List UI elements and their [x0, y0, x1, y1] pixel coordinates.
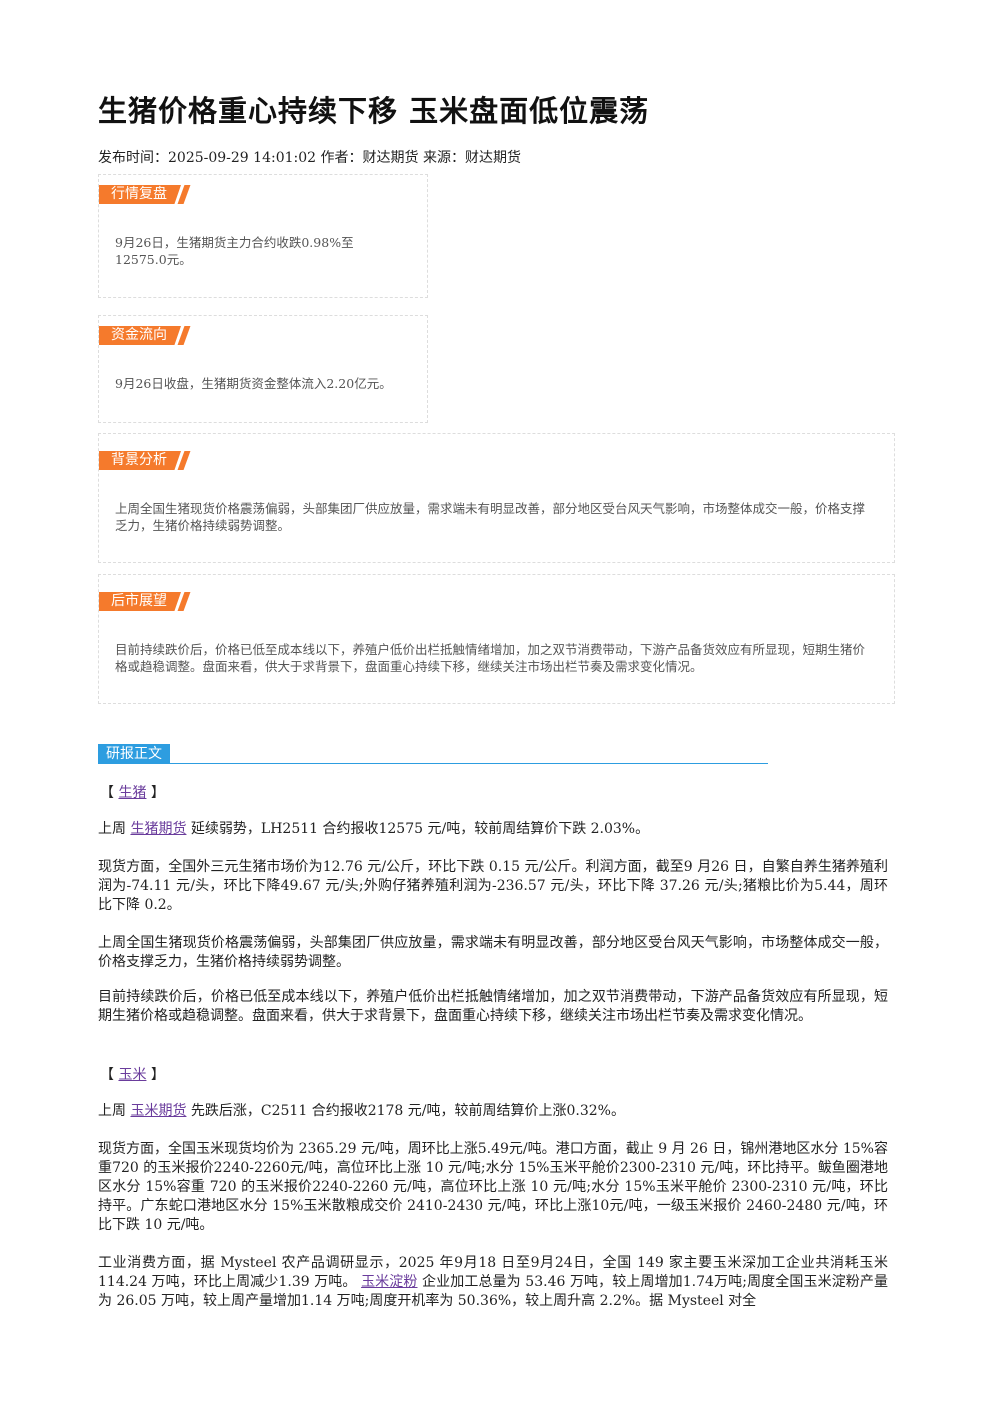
- publish-label: 发布时间：: [98, 150, 168, 166]
- hog-futures-link[interactable]: 生猪期货: [130, 821, 187, 837]
- source-label: 来源：: [418, 150, 465, 166]
- source: 财达期货: [464, 150, 521, 166]
- background-analysis-text: 上周全国生猪现货价格震荡偏弱，头部集团厂供应放量，需求端未有明显改善，部分地区受…: [115, 501, 866, 533]
- text-segment: 上周: [98, 821, 131, 837]
- bracket-close: 】: [146, 1067, 165, 1083]
- text-segment: 先跌后涨，C2511 合约报收2178 元/吨，较前周结算价上涨0.32%。: [186, 1103, 625, 1119]
- outlook-text: 目前持续跌价后，价格已低至成本线以下，养殖户低价出栏抵触情绪增加，加之双节消费带…: [115, 642, 866, 674]
- author-label: 作者：: [316, 150, 363, 166]
- outlook-box: 后市展望 目前持续跌价后，价格已低至成本线以下，养殖户低价出栏抵触情绪增加，加之…: [98, 574, 895, 704]
- hog-paragraph-2: 现货方面，全国外三元生猪市场价为12.76 元/公斤，环比下跌 0.15 元/公…: [98, 859, 888, 913]
- background-analysis-tag: 背景分析: [99, 451, 181, 470]
- author: 财达期货: [362, 150, 419, 166]
- page-title: 生猪价格重心持续下移 玉米盘面低位震荡: [98, 94, 650, 128]
- bracket-open: 【: [100, 785, 119, 801]
- fund-flow-tag: 资金流向: [99, 326, 181, 345]
- corn-starch-link[interactable]: 玉米淀粉: [361, 1274, 418, 1290]
- hog-heading: 【 生猪 】: [100, 782, 165, 802]
- market-review-box: 行情复盘 9月26日，生猪期货主力合约收跌0.98%至12575.0元。: [98, 174, 428, 298]
- report-divider: [98, 763, 768, 764]
- text-segment: 企业加工总量为 53.46 万吨，较上周增加1.74万吨;周度全国玉米淀粉产量为…: [98, 1274, 888, 1309]
- text-segment: 工业消费方面，据 Mysteel 农产品调研显示，2025 年9月18 日至9月…: [98, 1255, 888, 1290]
- fund-flow-text: 9月26日收盘，生猪期货资金整体流入2.20亿元。: [115, 376, 392, 391]
- publish-time: 2025-09-29 14:01:02: [168, 150, 317, 166]
- fund-flow-box: 资金流向 9月26日收盘，生猪期货资金整体流入2.20亿元。: [98, 315, 428, 423]
- bracket-open: 【: [100, 1067, 119, 1083]
- hog-link[interactable]: 生猪: [118, 785, 147, 801]
- corn-heading: 【 玉米 】: [100, 1064, 165, 1084]
- corn-futures-link[interactable]: 玉米期货: [130, 1103, 187, 1119]
- bracket-close: 】: [146, 785, 165, 801]
- text-segment: 上周: [98, 1103, 131, 1119]
- report-body-tag: 研报正文: [98, 744, 170, 764]
- background-analysis-box: 背景分析 上周全国生猪现货价格震荡偏弱，头部集团厂供应放量，需求端未有明显改善，…: [98, 433, 895, 563]
- hog-paragraph-3: 上周全国生猪现货价格震荡偏弱，头部集团厂供应放量，需求端未有明显改善，部分地区受…: [98, 935, 888, 970]
- corn-paragraph-3: 工业消费方面，据 Mysteel 农产品调研显示，2025 年9月18 日至9月…: [98, 1254, 888, 1311]
- corn-link[interactable]: 玉米: [118, 1067, 147, 1083]
- corn-paragraph-2: 现货方面，全国玉米现货均价为 2365.29 元/吨，周环比上涨5.49元/吨。…: [98, 1141, 888, 1233]
- market-review-text: 9月26日，生猪期货主力合约收跌0.98%至12575.0元。: [115, 235, 354, 267]
- hog-paragraph-4: 目前持续跌价后，价格已低至成本线以下，养殖户低价出栏抵触情绪增加，加之双节消费带…: [98, 989, 888, 1024]
- outlook-tag: 后市展望: [99, 592, 181, 611]
- hog-paragraph-1: 上周 生猪期货 延续弱势，LH2511 合约报收12575 元/吨，较前周结算价…: [98, 820, 888, 839]
- corn-paragraph-1: 上周 玉米期货 先跌后涨，C2511 合约报收2178 元/吨，较前周结算价上涨…: [98, 1102, 888, 1121]
- text-segment: 延续弱势，LH2511 合约报收12575 元/吨，较前周结算价下跌 2.03%…: [186, 821, 650, 837]
- market-review-tag: 行情复盘: [99, 185, 181, 204]
- article-meta: 发布时间：2025-09-29 14:01:02 作者：财达期货 来源：财达期货: [98, 147, 521, 167]
